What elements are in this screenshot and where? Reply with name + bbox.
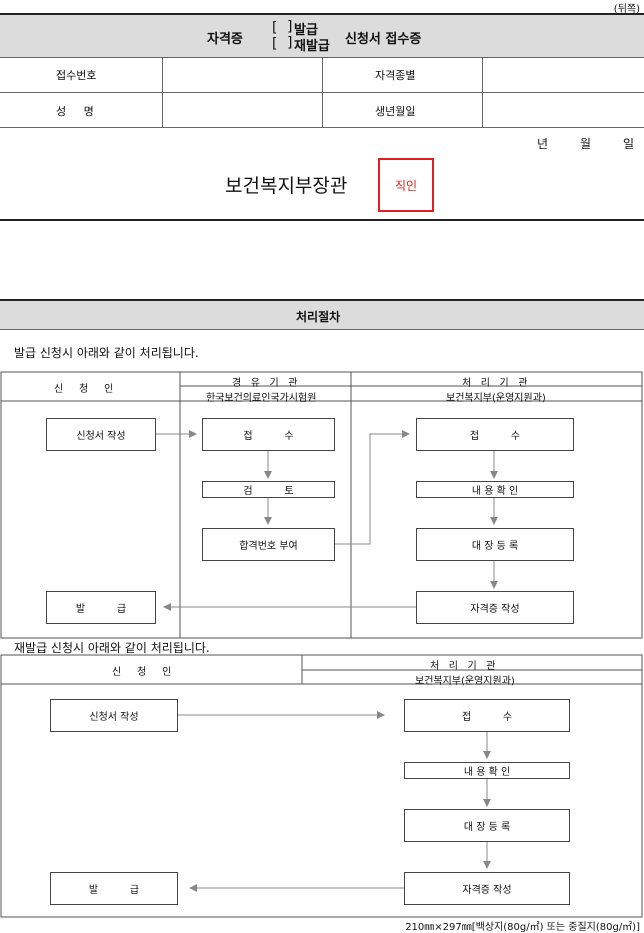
col-rule [482, 57, 483, 127]
option-reissue: 재발급 [294, 39, 330, 54]
label-receipt-no: 접수번호 [56, 69, 97, 82]
procedure-top-rule [0, 299, 644, 301]
bracket-close-1: ] [287, 19, 293, 35]
reissue-col-proc-org: 보건복지부(운영지원과) [415, 676, 515, 687]
label-qual-type: 자격종별 [375, 69, 416, 82]
row-rule [0, 127, 644, 128]
step-label: 신청서 작성 [76, 431, 126, 442]
minister-name: 보건복지부장관 [225, 175, 348, 197]
issue-step-receive-2: 접 수 [416, 418, 574, 451]
reissue-step-check: 내 용 확 인 [404, 762, 570, 779]
title-prefix: 자격증 [207, 32, 243, 47]
col-rule [162, 57, 163, 127]
paper-spec-footer: 210㎜×297㎜[백상지(80g/㎡) 또는 중질지(80g/㎡)] [405, 922, 640, 933]
top-rule [0, 13, 644, 15]
label-name: 성 명 [56, 105, 94, 118]
official-seal: 직인 [378, 158, 434, 212]
issue-intro: 발급 신청시 아래와 같이 처리됩니다. [14, 346, 199, 360]
procedure-title-bar [0, 301, 644, 329]
bracket-close-2: ] [287, 35, 293, 51]
step-label: 발 급 [88, 885, 140, 896]
issue-step-apply: 신청서 작성 [46, 418, 156, 451]
step-label: 합격번호 부여 [239, 541, 298, 552]
receipt-title-bar [0, 15, 644, 57]
date-day: 일 [623, 137, 635, 151]
reissue-col-proc: 처 리 기 관 [430, 661, 496, 672]
step-label: 접 수 [469, 431, 521, 442]
step-label: 대 장 등 록 [463, 822, 511, 833]
issue-col-applicant: 신 청 인 [54, 384, 114, 395]
receipt-bottom-rule [0, 219, 644, 221]
step-label: 대 장 등 록 [471, 541, 519, 552]
bracket-open-1: [ [272, 20, 278, 36]
issue-step-assign: 합격번호 부여 [202, 528, 335, 561]
rule [0, 329, 644, 330]
seal-text: 직인 [394, 178, 418, 193]
step-label: 자격증 작성 [470, 604, 520, 615]
title-suffix: 신청서 접수증 [345, 32, 422, 47]
date-month: 월 [580, 137, 592, 151]
step-label: 접 수 [461, 712, 513, 723]
step-label: 내 용 확 인 [471, 486, 519, 497]
issue-step-check: 내 용 확 인 [416, 481, 574, 498]
issue-step-issue: 발 급 [46, 591, 156, 624]
reissue-step-make: 자격증 작성 [404, 872, 570, 905]
issue-col-proc-org: 보건복지부(운영지원과) [446, 393, 546, 404]
issue-step-register: 대 장 등 록 [416, 528, 574, 561]
reissue-intro: 재발급 신청시 아래와 같이 처리됩니다. [14, 641, 210, 655]
reissue-step-apply: 신청서 작성 [50, 699, 178, 732]
step-label: 신청서 작성 [89, 712, 139, 723]
step-label: 내 용 확 인 [463, 767, 511, 778]
issue-step-receive: 접 수 [202, 418, 335, 451]
issue-col-via-org: 한국보건의료인국가시험원 [206, 393, 317, 404]
page-side-note: (뒤쪽) [613, 4, 640, 15]
step-label: 발 급 [75, 604, 127, 615]
procedure-title: 처리절차 [296, 310, 341, 324]
reissue-step-register: 대 장 등 록 [404, 809, 570, 842]
issue-col-proc: 처 리 기 관 [462, 378, 528, 389]
label-birth: 생년월일 [375, 105, 416, 118]
step-label: 검 토 [243, 486, 294, 497]
issue-step-review: 검 토 [202, 481, 335, 498]
reissue-step-issue: 발 급 [50, 872, 178, 905]
option-issue: 발급 [294, 23, 318, 38]
reissue-col-applicant: 신 청 인 [112, 667, 172, 678]
step-label: 접 수 [243, 431, 294, 442]
bracket-open-2: [ [272, 36, 278, 52]
issue-col-via: 경 유 기 관 [232, 378, 298, 389]
issue-step-make: 자격증 작성 [416, 591, 574, 624]
step-label: 자격증 작성 [462, 885, 512, 896]
date-year: 년 [537, 137, 549, 151]
reissue-step-receive: 접 수 [404, 699, 570, 732]
col-rule [322, 57, 323, 127]
